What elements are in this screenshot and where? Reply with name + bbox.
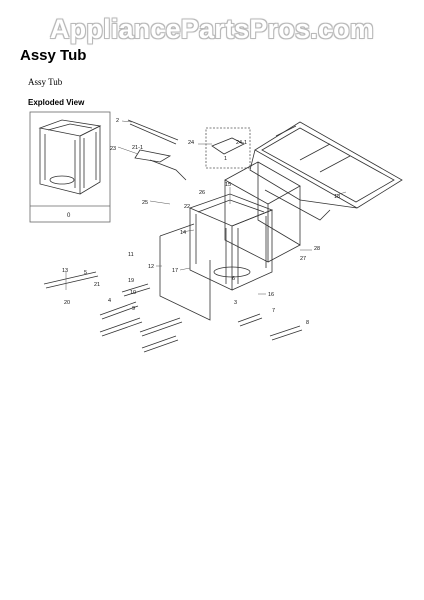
callout-22: 22: [184, 204, 190, 210]
callout-10: 10: [130, 290, 136, 296]
inset-assembled-view: [29, 111, 111, 223]
callout-15: 15: [225, 182, 231, 188]
exploded-view-diagram: 0 2 23 21-1 24 24-1 1 18 15 26 22 25 14 …: [29, 111, 403, 353]
callout-labels: 2 23 21-1 24 24-1 1 18 15 26 22 25 14 12…: [62, 118, 340, 326]
callout-28: 28: [314, 246, 320, 252]
callout-4: 4: [108, 298, 111, 304]
callout-12: 12: [148, 264, 154, 270]
callout-19: 19: [128, 278, 134, 284]
inset-label: 0: [67, 213, 71, 219]
left-rail-parts: [43, 271, 183, 353]
spray-arm-parts: [127, 119, 251, 181]
callout-9: 9: [132, 306, 135, 312]
callout-27: 27: [300, 256, 306, 262]
section-heading: Exploded View: [28, 98, 85, 107]
callout-23: 23: [110, 146, 116, 152]
callout-1: 1: [224, 156, 227, 162]
callout-2: 2: [116, 118, 119, 124]
callout-20: 20: [64, 300, 70, 306]
callout-24-1: 24-1: [236, 140, 247, 146]
right-rail-parts: [237, 313, 303, 341]
callout-18: 18: [334, 194, 340, 200]
callout-26: 26: [199, 190, 205, 196]
callout-17: 17: [172, 268, 178, 274]
callout-24: 24: [188, 140, 194, 146]
callout-6: 6: [232, 276, 235, 282]
callout-3: 3: [234, 300, 237, 306]
leader-lines: [65, 120, 347, 295]
callout-8: 8: [306, 320, 309, 326]
callout-7: 7: [272, 308, 275, 314]
callout-14: 14: [180, 230, 186, 236]
tub-assembly-part: [188, 193, 274, 291]
callout-21-1: 21-1: [132, 145, 143, 151]
callout-21: 21: [94, 282, 100, 288]
page-subtitle: Assy Tub: [28, 77, 63, 87]
page-title: Assy Tub: [20, 47, 87, 64]
callout-25: 25: [142, 200, 148, 206]
base-panel-part: [249, 121, 403, 221]
callout-11: 11: [128, 252, 134, 258]
callout-5: 5: [84, 270, 87, 276]
door-frame-part: [159, 223, 211, 321]
site-watermark: AppliancePartsPros.com: [49, 14, 374, 44]
rear-frame-part: [224, 161, 301, 263]
callout-13: 13: [62, 268, 68, 274]
callout-16: 16: [268, 292, 274, 298]
